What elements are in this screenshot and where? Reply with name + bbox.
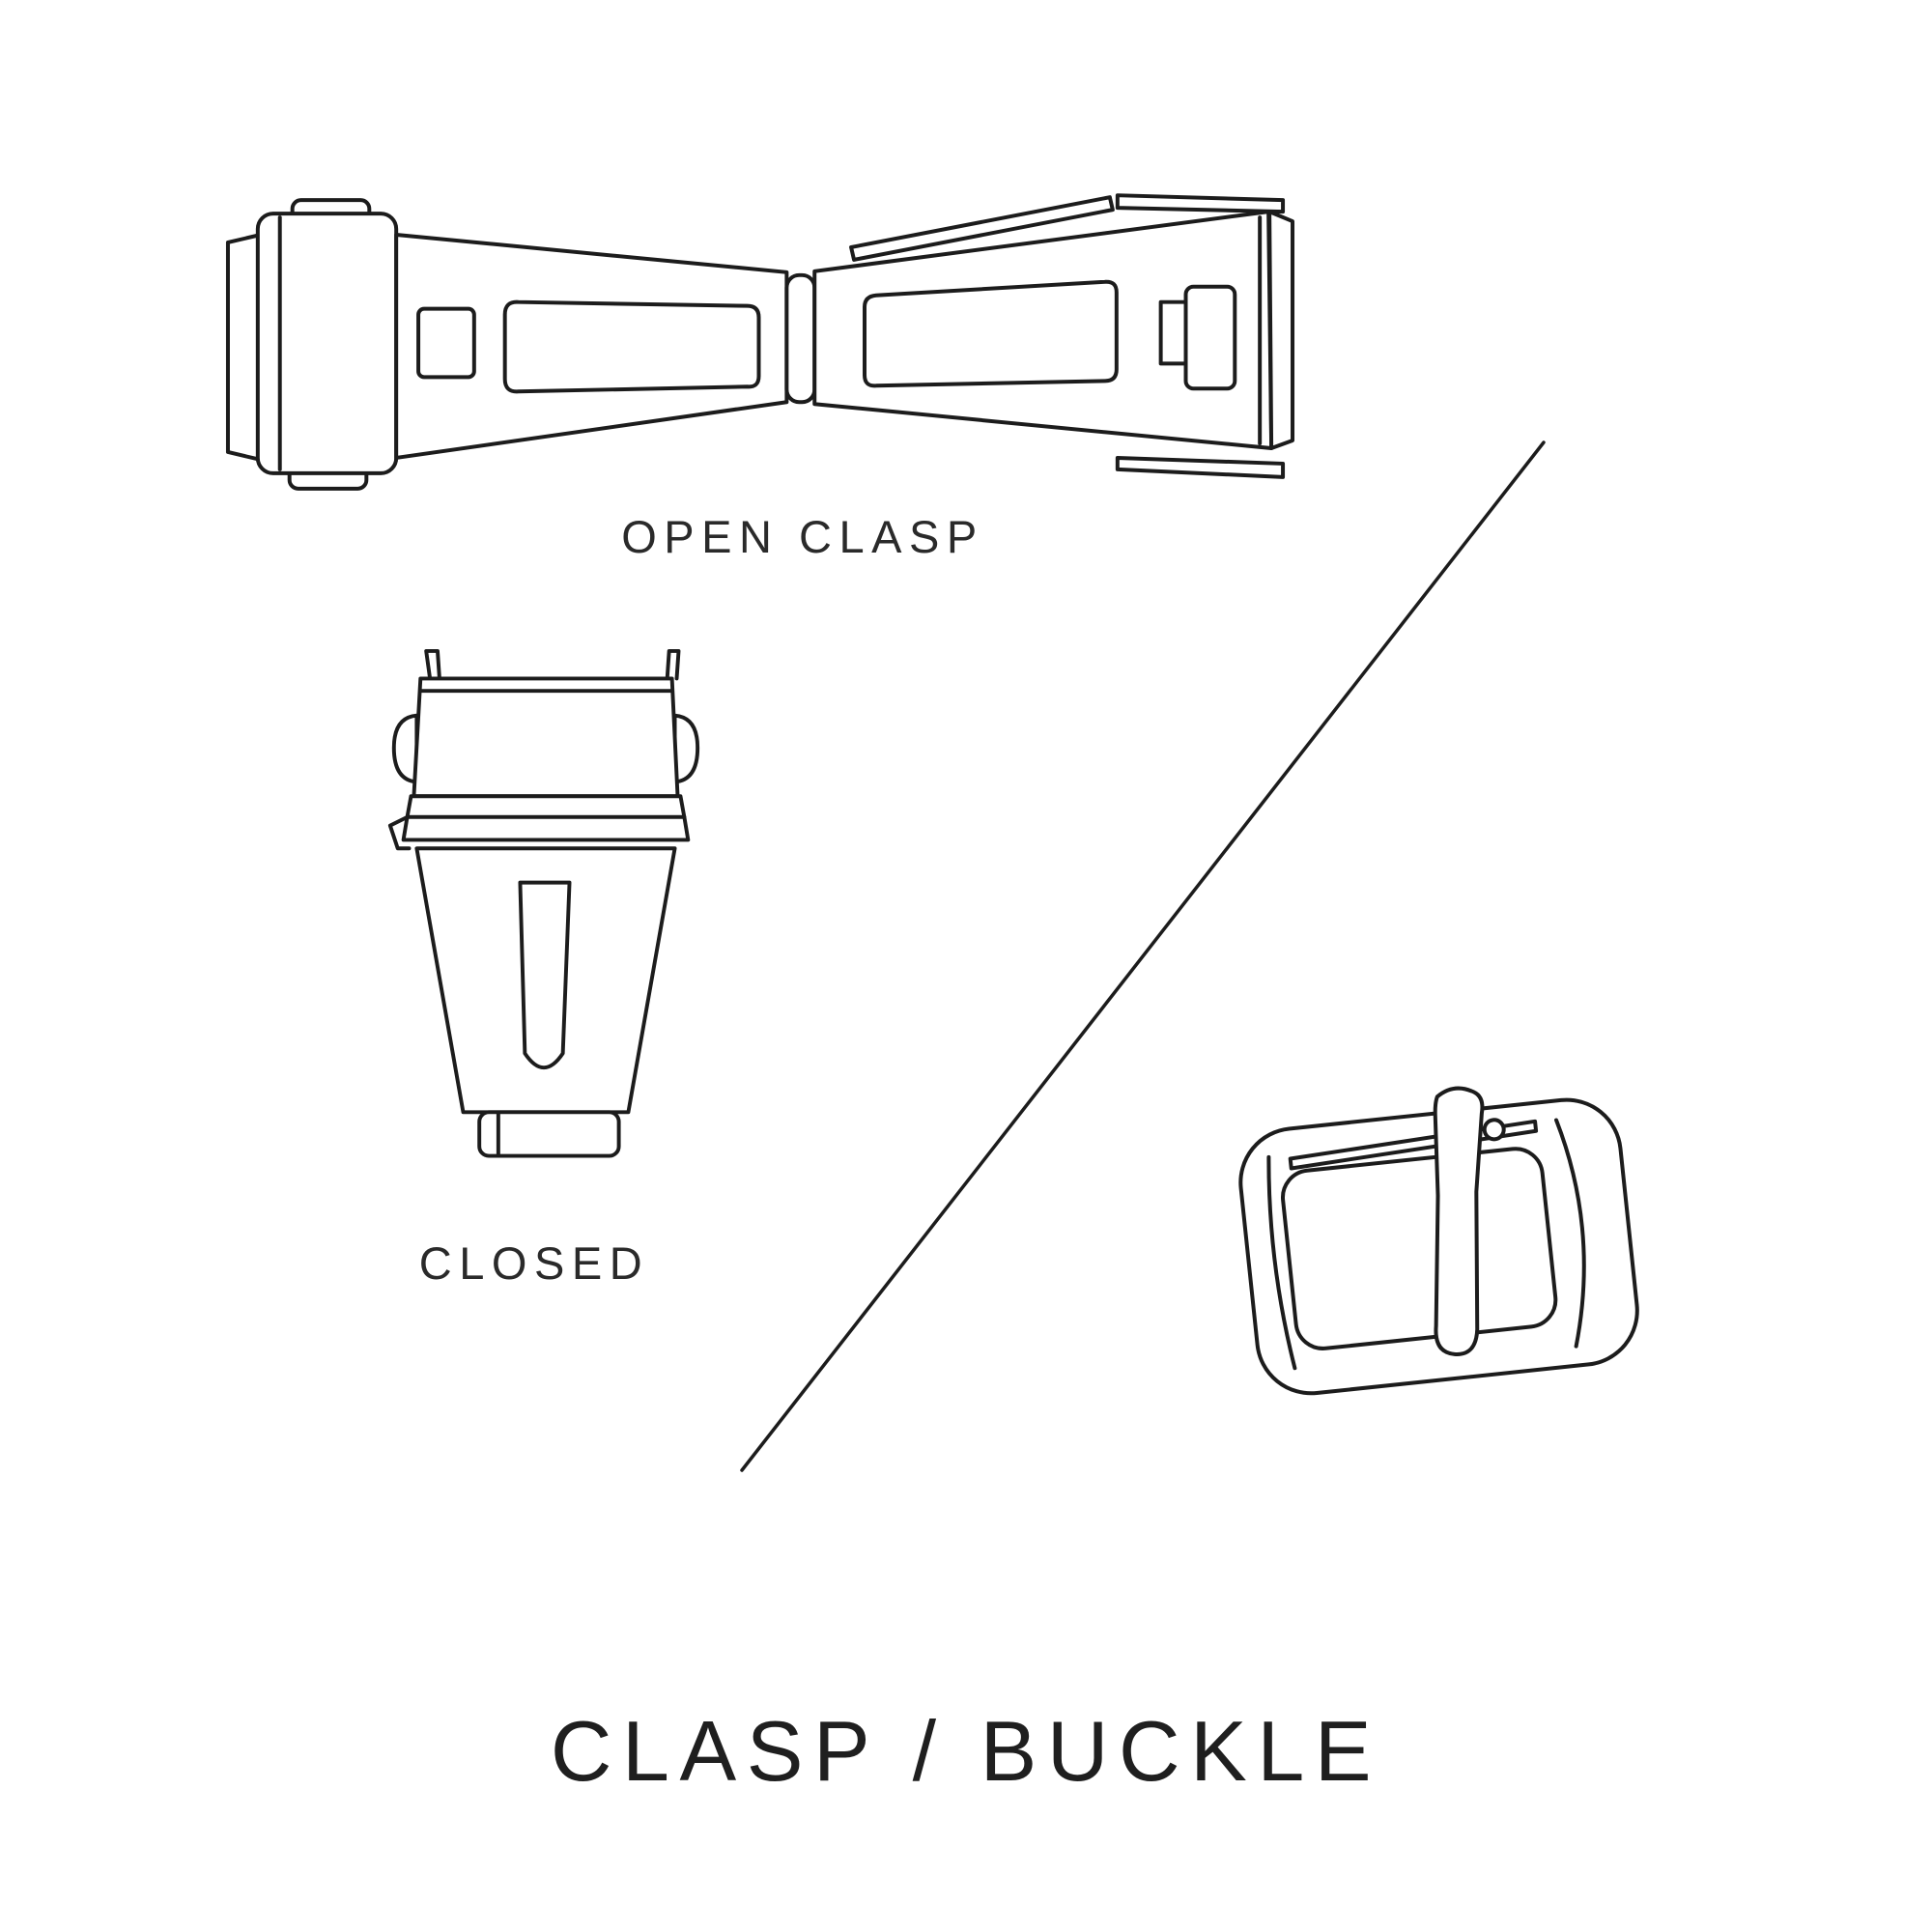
page-title: CLASP / BUCKLE — [550, 1703, 1382, 1799]
closed-clasp-drawing — [387, 648, 700, 1158]
open-clasp-illustration — [220, 179, 1297, 506]
closed-clasp-illustration — [383, 647, 705, 1184]
tang-buckle-drawing — [1238, 1086, 1639, 1396]
open-clasp-label: OPEN CLASP — [621, 511, 984, 562]
tang-buckle-illustration — [1229, 1080, 1644, 1420]
closed-label: CLOSED — [418, 1237, 650, 1289]
open-clasp-drawing — [225, 193, 1295, 491]
